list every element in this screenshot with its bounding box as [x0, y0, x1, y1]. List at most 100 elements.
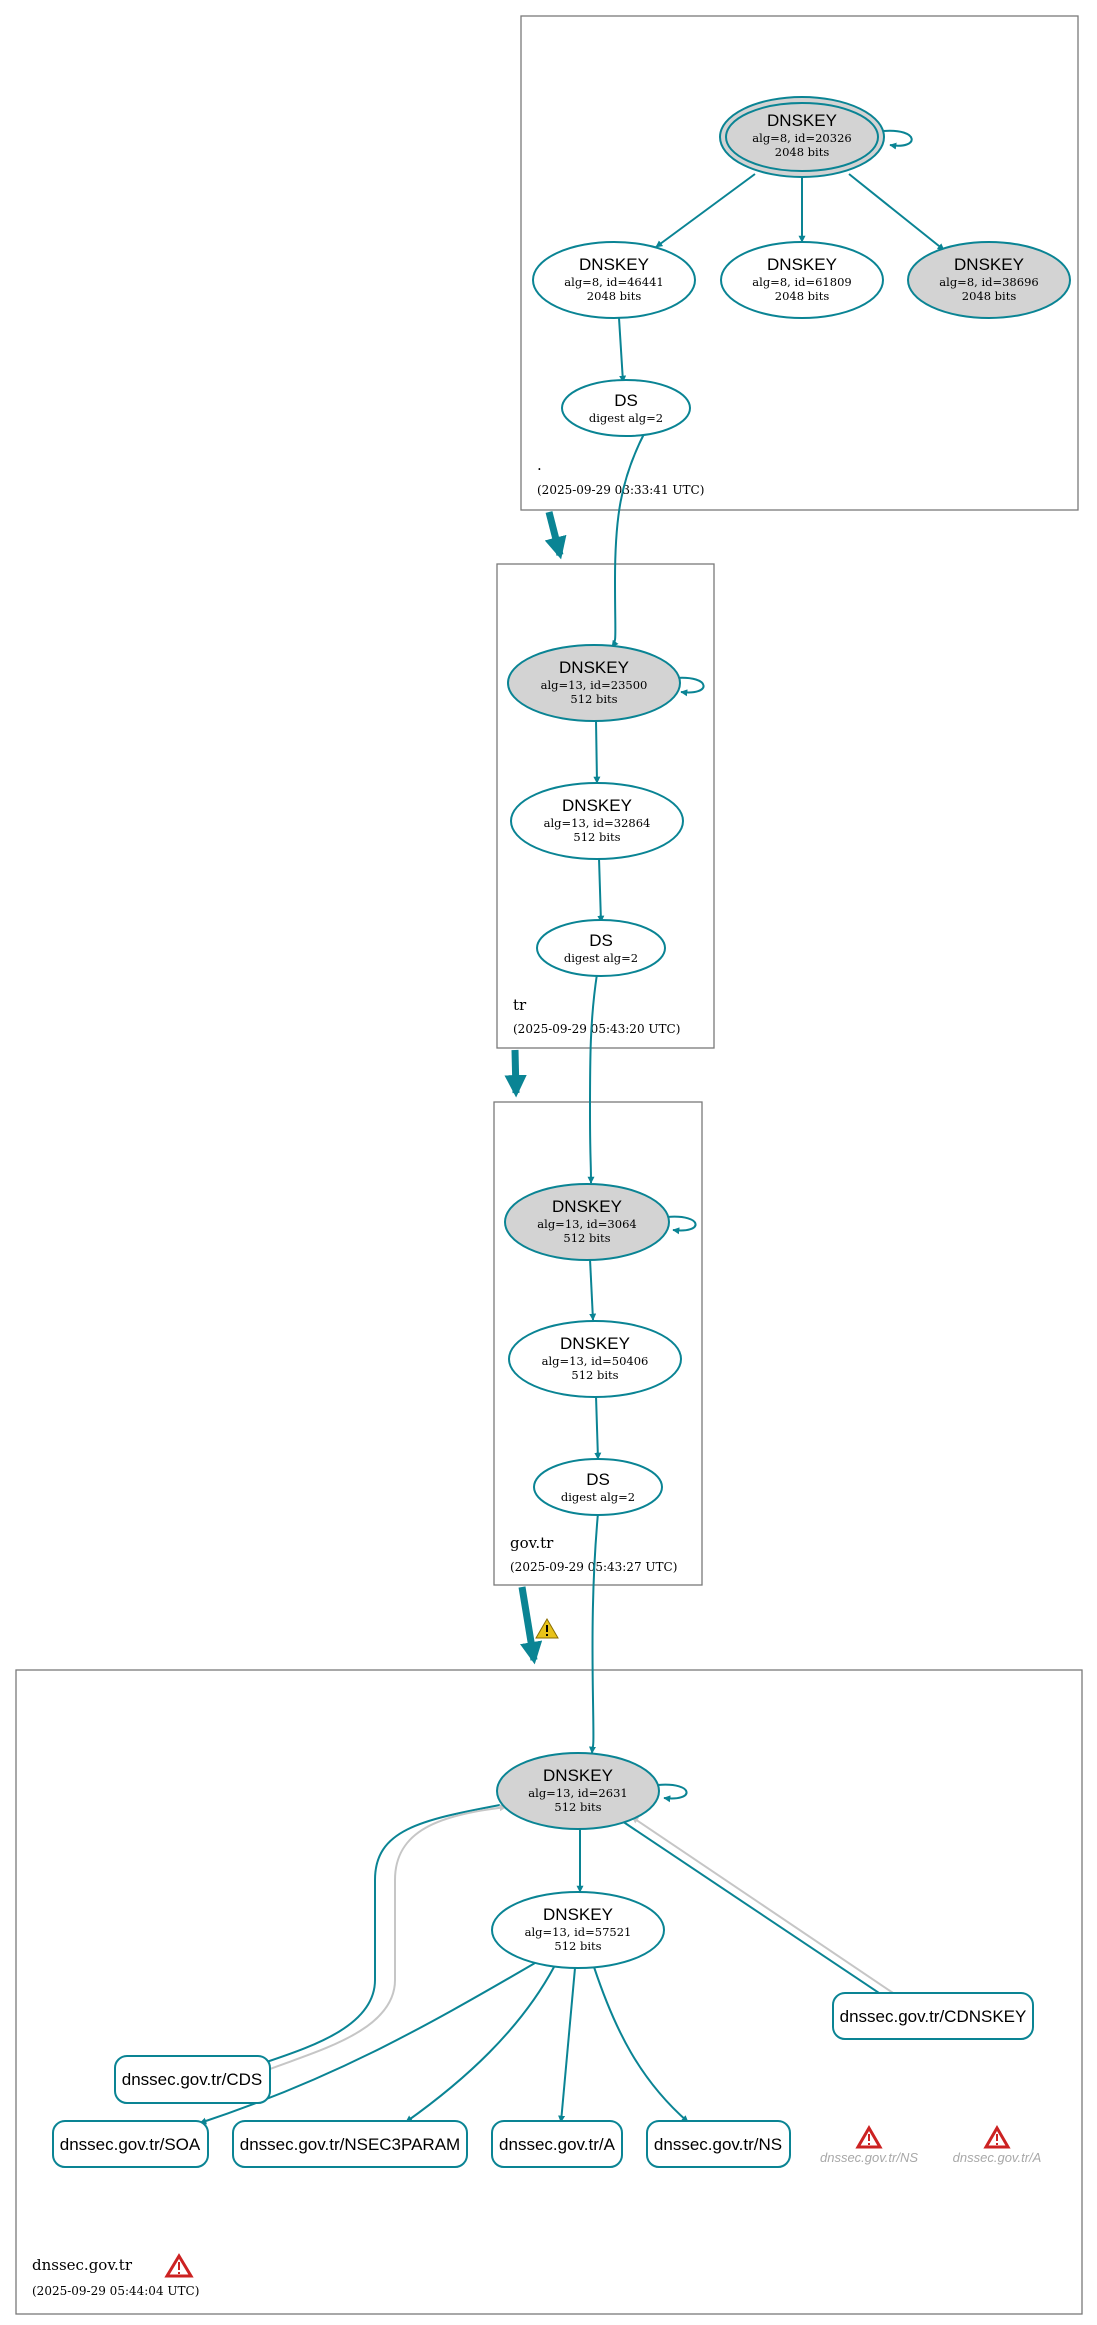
- rrset-label: dnssec.gov.tr/CDS: [122, 2070, 262, 2089]
- rrset-soa[interactable]: dnssec.gov.tr/SOA: [52, 2120, 209, 2168]
- node-detail: 512 bits: [554, 1800, 601, 1814]
- zone-name: .: [537, 456, 542, 474]
- sign-edge: [655, 173, 756, 248]
- node-title: DNSKEY: [954, 255, 1024, 274]
- node-title: DNSKEY: [543, 1905, 613, 1924]
- warning-triangle-icon: [535, 1618, 559, 1639]
- node-title: DS: [589, 931, 613, 950]
- delegation-arrow-root-tr: [544, 511, 567, 560]
- dnskey-node-dnssec-zsk[interactable]: DNSKEY alg=13, id=57521 512 bits: [491, 1891, 665, 1969]
- zone-name: dnssec.gov.tr: [32, 2256, 133, 2274]
- zone-timestamp: (2025-09-29 05:44:04 UTC): [32, 2284, 199, 2298]
- delegation-arrow-gov-dnssec: [518, 1586, 543, 1665]
- node-detail: 2048 bits: [587, 289, 642, 303]
- ds-digest-edge: [588, 1512, 599, 1754]
- sign-edge-ns: [593, 1966, 689, 2123]
- node-detail: alg=13, id=23500: [541, 678, 648, 692]
- dnskey-node-root-ksk[interactable]: DNSKEY alg=8, id=20326 2048 bits: [719, 96, 885, 178]
- node-detail: digest alg=2: [561, 1490, 635, 1504]
- node-detail: alg=13, id=57521: [525, 1925, 632, 1939]
- sign-edge-nsec3param: [405, 1966, 555, 2123]
- rrset-a[interactable]: dnssec.gov.tr/A: [491, 2120, 623, 2168]
- rrset-label: dnssec.gov.tr/NSEC3PARAM: [240, 2135, 460, 2154]
- ds-node-gov[interactable]: DS digest alg=2: [533, 1458, 663, 1516]
- node-title: DNSKEY: [559, 658, 629, 677]
- sign-edge: [848, 173, 945, 251]
- node-detail: alg=13, id=50406: [542, 1354, 649, 1368]
- dnskey-node-dnssec-ksk[interactable]: DNSKEY alg=13, id=2631 512 bits: [496, 1752, 660, 1830]
- ghost-rrset-a[interactable]: dnssec.gov.tr/A: [953, 2125, 1042, 2165]
- node-detail: 512 bits: [554, 1939, 601, 1953]
- error-triangle-icon: [983, 2125, 1011, 2149]
- rrset-label: dnssec.gov.tr/CDNSKEY: [840, 2007, 1027, 2026]
- sign-edge-cds: [254, 1804, 501, 2068]
- sign-edge: [589, 1258, 597, 1321]
- rrset-label: dnssec.gov.tr/A: [499, 2135, 616, 2154]
- error-triangle-icon: [164, 2253, 194, 2278]
- delegation-arrow-tr-gov: [504, 1049, 527, 1098]
- self-sign-edge: [882, 129, 913, 150]
- node-title: DNSKEY: [562, 796, 632, 815]
- self-sign-edge: [657, 1783, 688, 1803]
- ds-digest-edge: [611, 431, 646, 648]
- ghost-rrset-label: dnssec.gov.tr/A: [953, 2150, 1042, 2165]
- node-detail: alg=13, id=3064: [537, 1217, 636, 1231]
- node-title: DNSKEY: [579, 255, 649, 274]
- node-detail: alg=8, id=38696: [939, 275, 1038, 289]
- node-detail: digest alg=2: [589, 411, 663, 425]
- dnskey-node-root-38696[interactable]: DNSKEY alg=8, id=38696 2048 bits: [907, 241, 1071, 319]
- self-sign-edge: [666, 1215, 697, 1235]
- dnskey-node-root-46441[interactable]: DNSKEY alg=8, id=46441 2048 bits: [532, 241, 696, 319]
- node-title: DNSKEY: [767, 255, 837, 274]
- node-detail: 2048 bits: [775, 145, 830, 159]
- node-detail: 2048 bits: [775, 289, 830, 303]
- node-detail: alg=8, id=20326: [752, 131, 851, 145]
- ds-digest-edge: [587, 973, 598, 1184]
- self-sign-edge: [674, 676, 705, 697]
- node-title: DS: [614, 391, 638, 410]
- dnskey-node-root-61809[interactable]: DNSKEY alg=8, id=61809 2048 bits: [720, 241, 884, 319]
- node-title: DNSKEY: [767, 111, 837, 130]
- sign-edge: [594, 1395, 602, 1460]
- node-detail: alg=13, id=2631: [528, 1786, 627, 1800]
- node-detail: digest alg=2: [564, 951, 638, 965]
- node-detail: alg=8, id=46441: [564, 275, 663, 289]
- ds-node-tr[interactable]: DS digest alg=2: [536, 919, 666, 977]
- ghost-rrset-ns[interactable]: dnssec.gov.tr/NS: [820, 2125, 918, 2165]
- node-detail: 512 bits: [571, 1368, 618, 1382]
- rrset-label: dnssec.gov.tr/SOA: [60, 2135, 201, 2154]
- node-detail: 512 bits: [563, 1231, 610, 1245]
- zone-name: gov.tr: [510, 1534, 554, 1552]
- dnskey-node-gov-zsk[interactable]: DNSKEY alg=13, id=50406 512 bits: [508, 1320, 682, 1398]
- node-detail: 2048 bits: [962, 289, 1017, 303]
- sign-edge: [618, 317, 627, 383]
- rrset-ns[interactable]: dnssec.gov.tr/NS: [646, 2120, 791, 2168]
- sign-edge: [593, 719, 601, 784]
- node-detail: alg=8, id=61809: [752, 275, 851, 289]
- node-detail: alg=13, id=32864: [544, 816, 651, 830]
- dnskey-node-tr-ksk[interactable]: DNSKEY alg=13, id=23500 512 bits: [507, 644, 681, 722]
- rrset-cdnskey[interactable]: dnssec.gov.tr/CDNSKEY: [832, 1992, 1034, 2040]
- error-triangle-icon: [855, 2125, 883, 2149]
- node-title: DNSKEY: [560, 1334, 630, 1353]
- cdnskey-digest-edge: [631, 1816, 903, 2000]
- rrset-label: dnssec.gov.tr/NS: [654, 2135, 782, 2154]
- zone-name: tr: [513, 996, 527, 1014]
- rrset-nsec3param[interactable]: dnssec.gov.tr/NSEC3PARAM: [232, 2120, 468, 2168]
- node-title: DS: [586, 1470, 610, 1489]
- node-detail: 512 bits: [570, 692, 617, 706]
- node-detail: 512 bits: [573, 830, 620, 844]
- node-title: DNSKEY: [543, 1766, 613, 1785]
- zone-timestamp: (2025-09-29 03:33:41 UTC): [537, 483, 704, 497]
- sign-edge-cdnskey: [621, 1820, 895, 2004]
- sign-edge: [597, 857, 605, 923]
- ds-node-root[interactable]: DS digest alg=2: [561, 379, 691, 437]
- dnskey-node-gov-ksk[interactable]: DNSKEY alg=13, id=3064 512 bits: [504, 1183, 670, 1261]
- dnskey-node-tr-zsk[interactable]: DNSKEY alg=13, id=32864 512 bits: [510, 782, 684, 860]
- sign-edge-soa: [199, 1962, 536, 2125]
- node-title: DNSKEY: [552, 1197, 622, 1216]
- rrset-cds[interactable]: dnssec.gov.tr/CDS: [114, 2055, 271, 2104]
- sign-edge-a: [558, 1967, 576, 2123]
- cds-digest-edge: [269, 1804, 507, 2070]
